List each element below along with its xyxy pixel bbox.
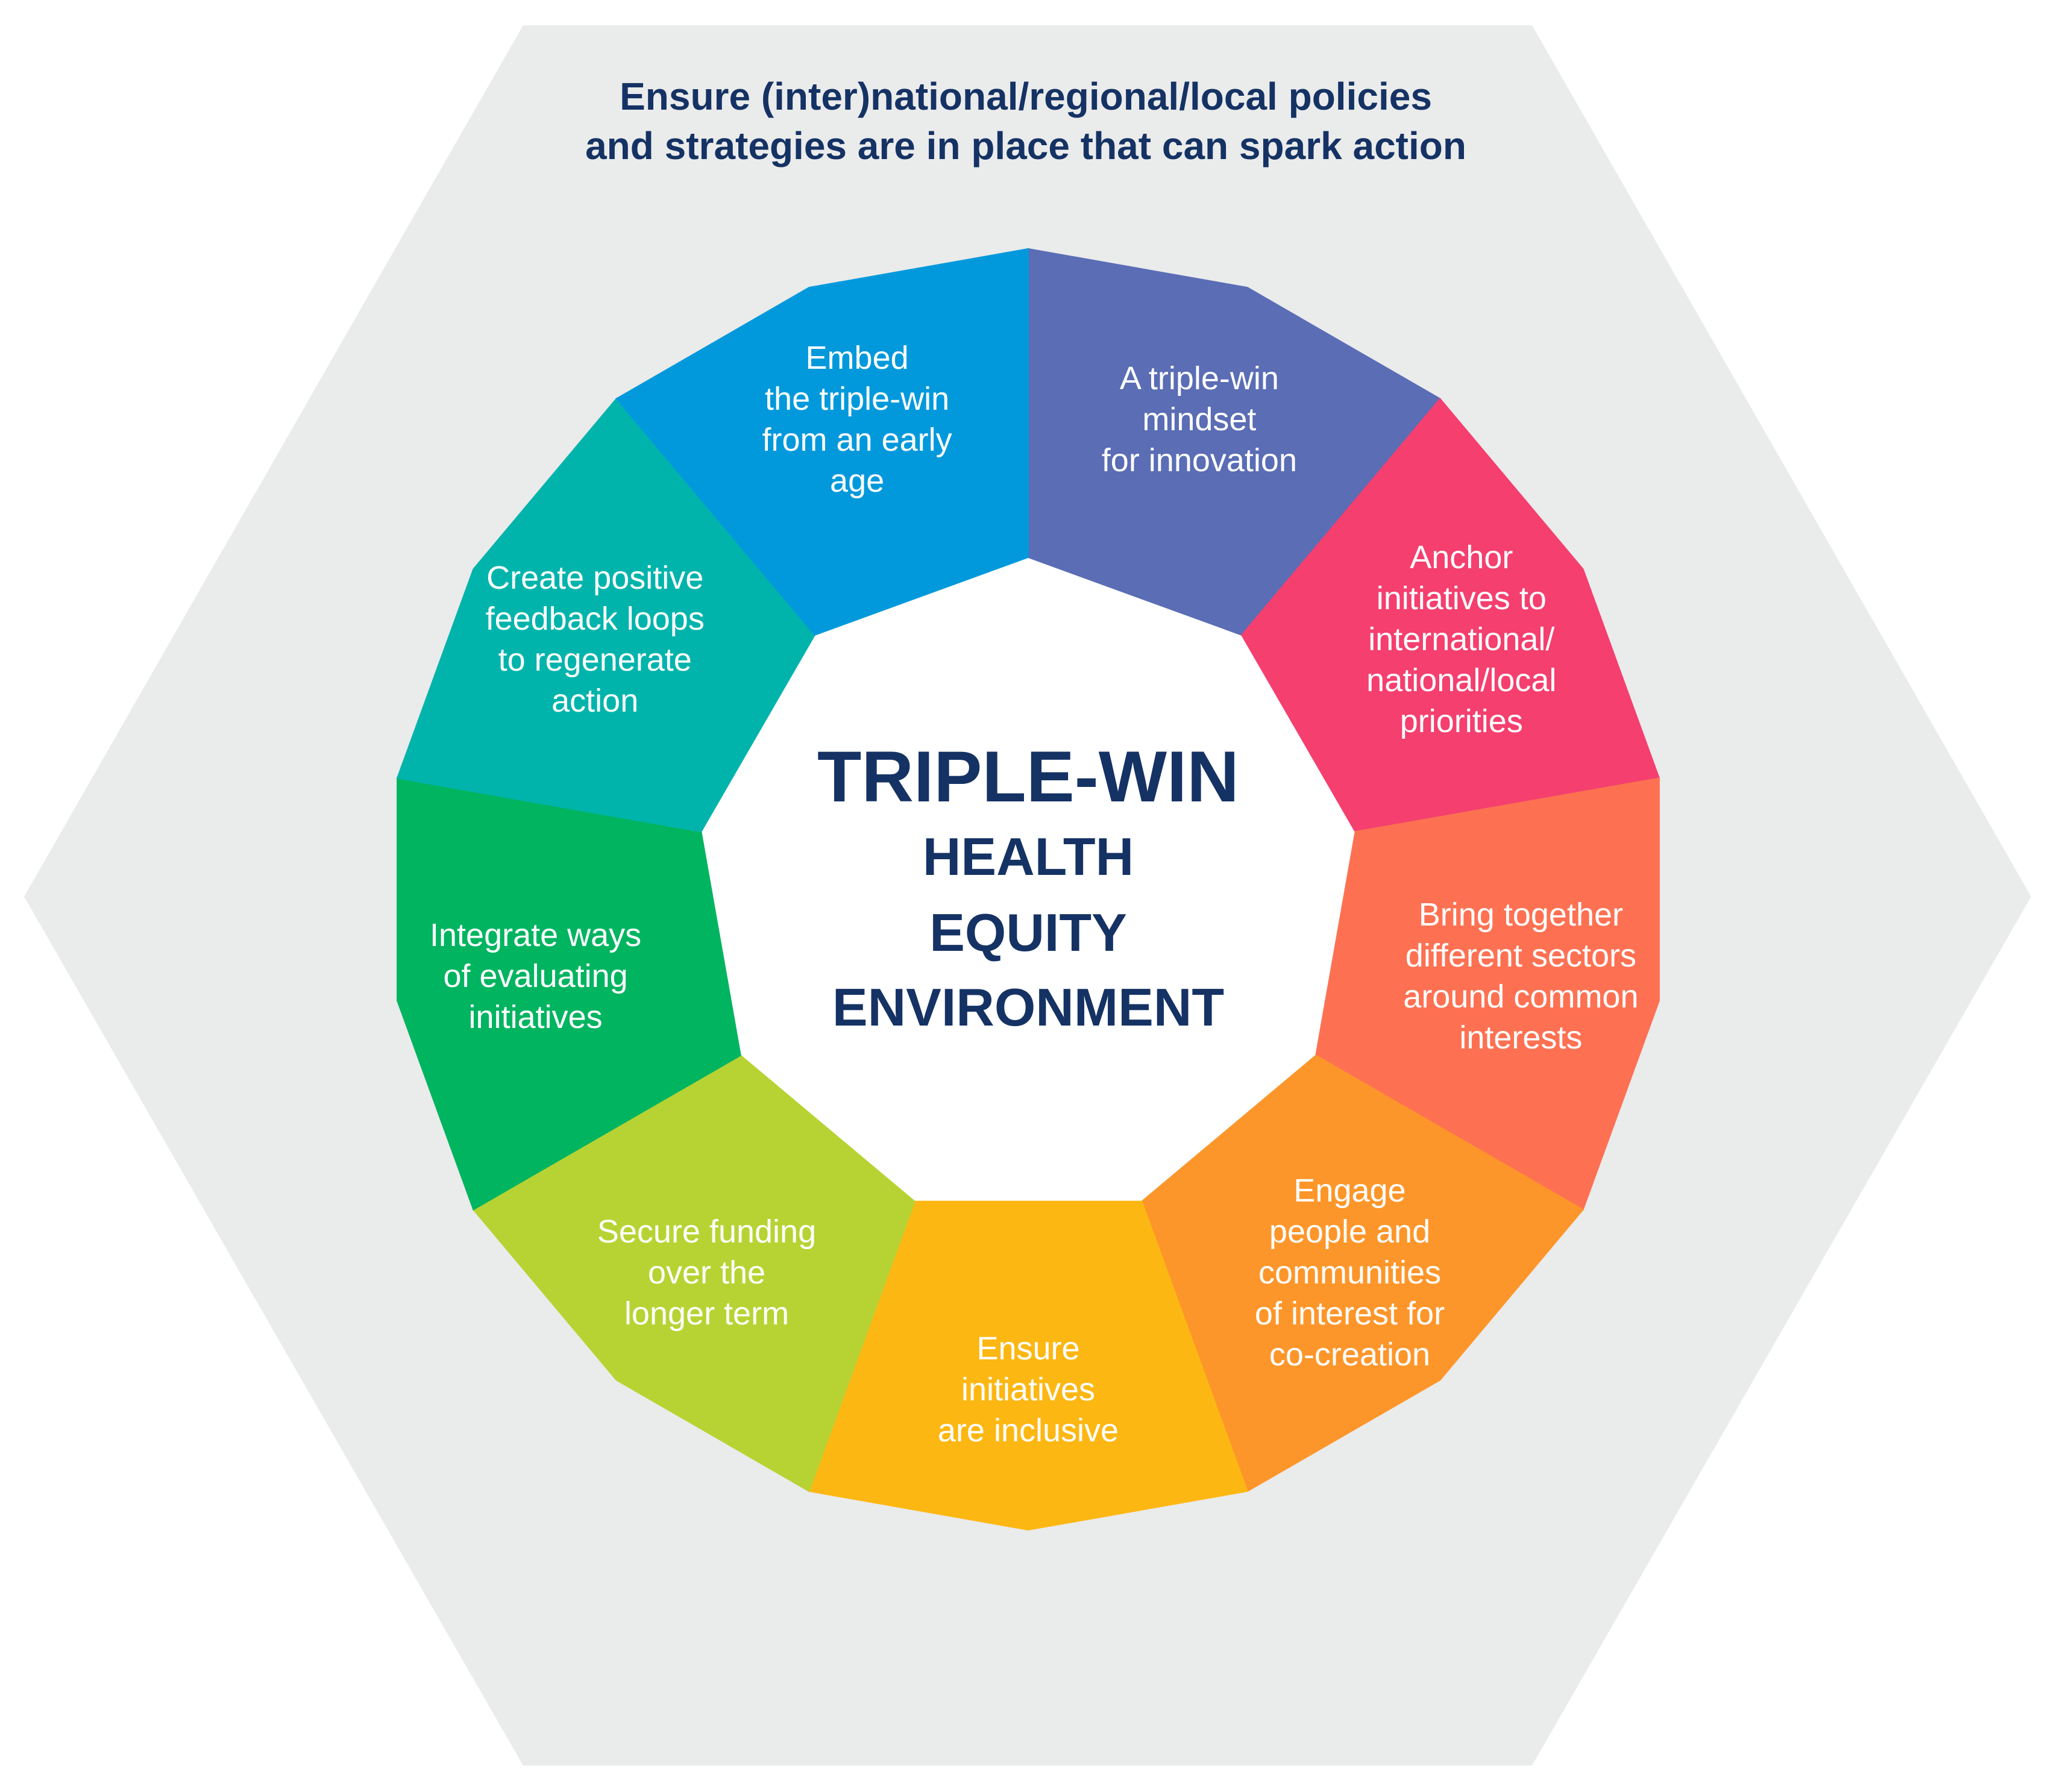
- segment-label-line: communities: [1258, 1255, 1441, 1291]
- segment-7: Integrate ways of evaluating initiatives: [397, 777, 743, 1211]
- segment-label-line: feedback loops: [486, 601, 705, 637]
- segment-label-line: Bring together: [1419, 897, 1623, 933]
- center-nonagon: [702, 558, 1355, 1201]
- segment-label: Anchor initiatives to international/nation…: [1366, 539, 1556, 739]
- segment-label-line: interests: [1459, 1020, 1582, 1056]
- segment-label: Embed the triple-win from an early age: [762, 340, 952, 499]
- segment-label-line: age: [830, 463, 884, 499]
- segment-label-line: Secure funding: [597, 1214, 816, 1250]
- segment-label-line: A triple-win: [1120, 360, 1279, 396]
- segment-label-line: action: [551, 683, 638, 719]
- segment-2: Anchor initiatives to international/nation…: [1239, 398, 1660, 833]
- segment-label-line: of evaluating: [443, 958, 627, 994]
- segment-label: Create positive feedback loops to regenera…: [486, 560, 705, 719]
- segment-8: Create positive feedback loops to regenera…: [396, 398, 817, 833]
- segment-label-line: Embed: [806, 340, 909, 376]
- segment-label-line: Ensure: [976, 1330, 1079, 1367]
- segment-label-line: initiatives: [469, 999, 603, 1035]
- segment-label-line: Anchor: [1410, 539, 1513, 575]
- segment-3: Bring together different sectors around co…: [1313, 777, 1660, 1211]
- center-line-health: HEALTH: [923, 827, 1134, 886]
- segment-label-line: longer term: [624, 1295, 789, 1332]
- segment-label-line: Create positive: [486, 560, 703, 596]
- segment-label: Ensure initiatives are inclusive: [938, 1330, 1119, 1449]
- segment-5: Ensure initiatives are inclusive: [808, 1199, 1248, 1531]
- segment-4: Engage people and communities of interest f…: [1140, 1053, 1585, 1493]
- segment-6: Secure funding over the longer term: [472, 1053, 916, 1493]
- segment-label-line: to regenerate: [498, 642, 692, 678]
- segment-1: A triple-win mindset for innovation: [1028, 248, 1441, 638]
- segment-label-line: different sectors: [1406, 938, 1636, 974]
- segment-label-line: initiatives: [961, 1371, 1095, 1408]
- segment-label-line: people and: [1269, 1214, 1430, 1250]
- segment-label-line: of interest for: [1255, 1295, 1445, 1332]
- center-line-environment: ENVIRONMENT: [832, 977, 1224, 1037]
- segment-label: Secure funding over the longer term: [597, 1214, 816, 1332]
- segment-label-line: priorities: [1400, 703, 1523, 739]
- segment-label: Integrate ways of evaluating initiatives: [430, 917, 641, 1035]
- segment-label-line: co-creation: [1269, 1336, 1430, 1373]
- center-title: TRIPLE-WIN: [817, 736, 1239, 817]
- segment-label-line: around common: [1403, 979, 1638, 1015]
- segment-label-line: Integrate ways: [430, 917, 641, 953]
- heading-line-1: Ensure (inter)national/regional/local po…: [620, 75, 1432, 118]
- segment-label-line: are inclusive: [938, 1412, 1119, 1449]
- segment-label-line: mindset: [1142, 401, 1256, 437]
- segment-9: Embed the triple-win from an early age: [615, 248, 1029, 638]
- segment-label: A triple-win mindset for innovation: [1102, 360, 1297, 478]
- segment-label-line: from an early: [762, 422, 952, 458]
- segment-label-line: national/local: [1366, 662, 1556, 698]
- segment-label-line: initiatives to: [1377, 580, 1547, 616]
- segment-label: Engage people and communities of interest f…: [1255, 1173, 1445, 1373]
- segment-label-line: for innovation: [1102, 442, 1297, 478]
- center-line-equity: EQUITY: [929, 903, 1127, 962]
- segment-label: Bring together different sectors around co…: [1403, 897, 1638, 1056]
- heading-line-2: and strategies are in place that can spa…: [585, 124, 1466, 168]
- segment-label-line: Engage: [1293, 1173, 1406, 1209]
- segment-label-line: the triple-win: [765, 381, 949, 417]
- segment-label-line: over the: [648, 1255, 765, 1291]
- segment-label-line: international/: [1368, 621, 1554, 657]
